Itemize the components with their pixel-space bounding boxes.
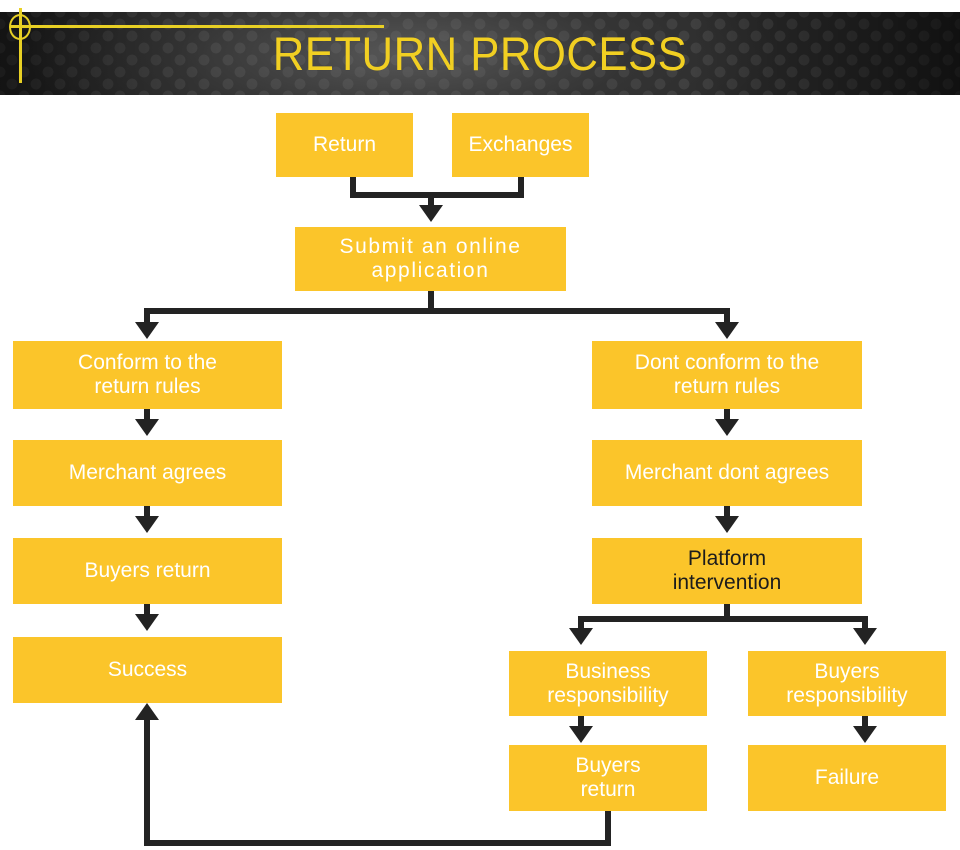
arrow-into-platform-icon (715, 516, 739, 533)
connector-feedback-down (605, 811, 611, 846)
arrow-into-buyers-return-left-icon (135, 516, 159, 533)
connector-merchant-dont-to-platform (724, 506, 730, 520)
node-buyers-return-right[interactable]: Buyers return (509, 745, 707, 811)
connector-return-stem (350, 177, 356, 198)
arrow-into-dont-conform-icon (715, 322, 739, 339)
arrow-feedback-into-success-icon (135, 703, 159, 720)
connector-platform-stem (724, 604, 730, 620)
connector-merchant-to-buyers-return (144, 506, 150, 520)
node-buyers-responsibility[interactable]: Buyers responsibility (748, 651, 946, 716)
connector-split-buyers-drop (862, 616, 868, 632)
connector-feedback-up (144, 719, 150, 843)
arrow-into-merchant-dont-agrees-icon (715, 419, 739, 436)
connector-merge-to-submit (428, 192, 434, 208)
node-failure[interactable]: Failure (748, 745, 946, 811)
connector-split-right-drop (724, 308, 730, 326)
arrow-into-merchant-agrees-icon (135, 419, 159, 436)
connector-conform-to-merchant (144, 409, 150, 423)
connector-merge-bar (350, 192, 524, 198)
connector-submit-stem (428, 291, 434, 314)
arrow-into-failure-icon (853, 726, 877, 743)
connector-business-to-buyers-return (578, 716, 584, 730)
node-success[interactable]: Success (13, 637, 282, 703)
decoration-vertical-rule (19, 8, 22, 83)
arrow-into-buyers-return-right-icon (569, 726, 593, 743)
node-buyers-return-left[interactable]: Buyers return (13, 538, 282, 604)
node-merchant-agrees[interactable]: Merchant agrees (13, 440, 282, 506)
connector-buyers-return-to-success (144, 604, 150, 618)
arrow-into-success-icon (135, 614, 159, 631)
arrow-into-submit-icon (419, 205, 443, 222)
page-title: RETURN PROCESS (272, 27, 688, 80)
decoration-horizontal-rule (10, 25, 384, 28)
node-submit-online-application[interactable]: Submit an online application (295, 227, 566, 291)
connector-split-left-drop (144, 308, 150, 326)
node-return[interactable]: Return (276, 113, 413, 177)
connector-buyers-resp-to-failure (862, 716, 868, 730)
connector-split-bar-top (144, 308, 730, 314)
connector-exchanges-stem (518, 177, 524, 198)
node-dont-conform-to-return-rules[interactable]: Dont conform to the return rules (592, 341, 862, 409)
arrow-into-buyers-responsibility-icon (853, 628, 877, 645)
node-conform-to-return-rules[interactable]: Conform to the return rules (13, 341, 282, 409)
node-merchant-dont-agrees[interactable]: Merchant dont agrees (592, 440, 862, 506)
connector-feedback-across (144, 840, 611, 846)
connector-dont-conform-to-merchant-dont (724, 409, 730, 423)
node-exchanges[interactable]: Exchanges (452, 113, 589, 177)
arrow-into-business-responsibility-icon (569, 628, 593, 645)
arrow-into-conform-icon (135, 322, 159, 339)
node-platform-intervention[interactable]: Platform intervention (592, 538, 862, 604)
connector-split-bar-bottom (578, 616, 868, 622)
decoration-circle-icon (9, 14, 31, 40)
connector-split-business-drop (578, 616, 584, 632)
node-business-responsibility[interactable]: Business responsibility (509, 651, 707, 716)
